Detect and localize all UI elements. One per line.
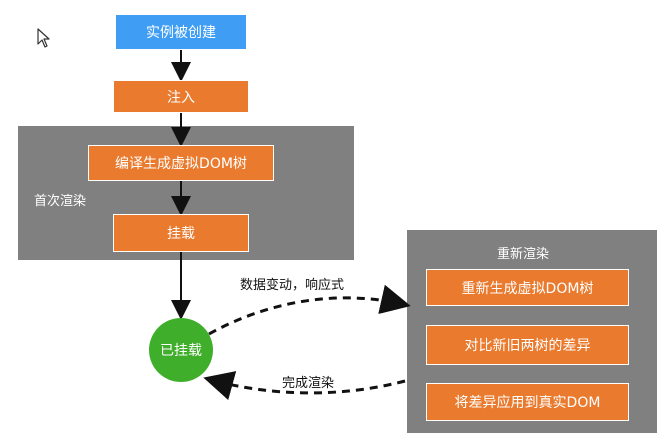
- node-apply-dom: 将差异应用到真实DOM: [426, 383, 629, 421]
- node-instance-created: 实例被创建: [116, 15, 246, 49]
- re-render-label: 重新渲染: [497, 247, 550, 262]
- node-regen-vdom: 重新生成虚拟DOM树: [426, 269, 629, 306]
- node-mount: 挂载: [113, 214, 249, 252]
- mouse-pointer-icon: [37, 28, 50, 48]
- arrow-data-change: [208, 284, 411, 336]
- node-compile-vdom: 编译生成虚拟DOM树: [88, 145, 274, 181]
- node-mounted: 已挂载: [149, 318, 213, 382]
- edge-label-data-change: 数据变动，响应式: [240, 278, 345, 293]
- arrow-render-done: [203, 371, 406, 401]
- edge-label-render-done: 完成渲染: [282, 376, 335, 391]
- node-diff: 对比新旧两树的差异: [426, 325, 629, 365]
- first-render-label: 首次渲染: [34, 194, 87, 209]
- node-inject: 注入: [113, 80, 249, 113]
